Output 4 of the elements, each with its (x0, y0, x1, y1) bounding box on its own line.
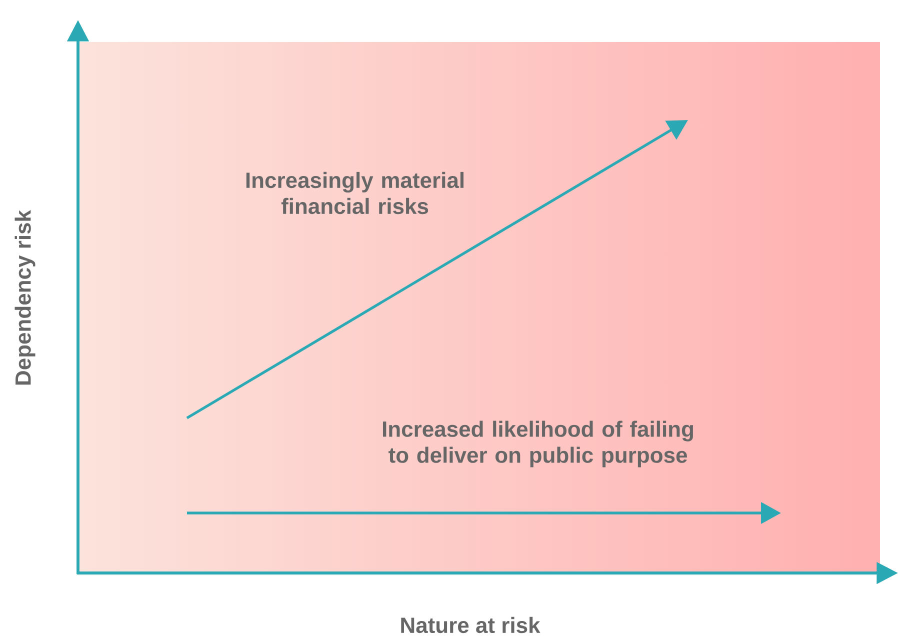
annotation-text: Increased likelihood of failing to deliver on public purpose (383, 420, 693, 468)
axis-label: Nature at risk (401, 616, 540, 634)
annotation-text: Increasingly material financial risks (246, 172, 464, 214)
axis-label: Dependency risk (14, 210, 36, 385)
